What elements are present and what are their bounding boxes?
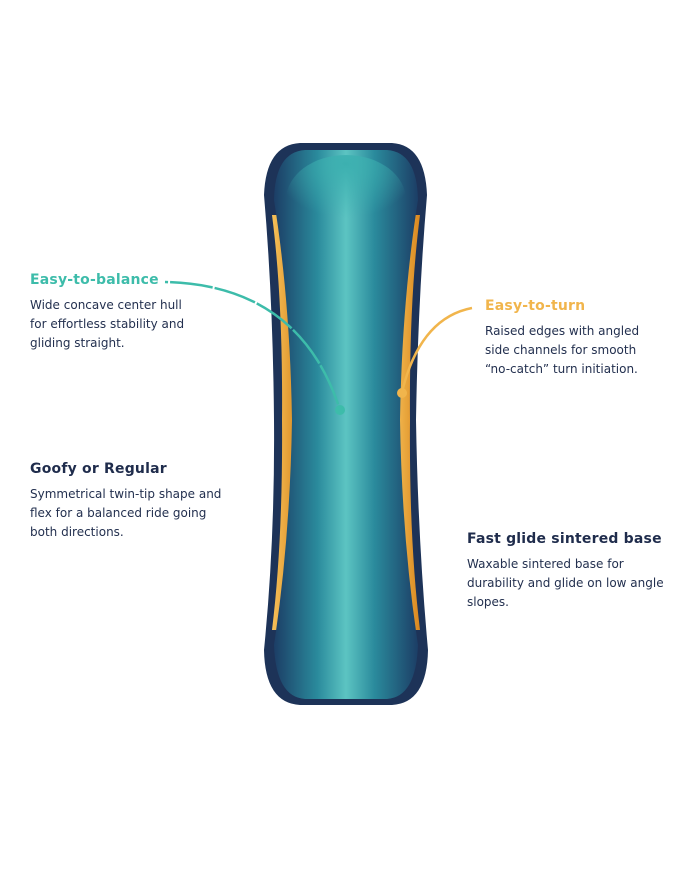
feature-description-line: Wide concave center hull	[30, 298, 182, 312]
easy-to-balance-leader	[164, 280, 342, 411]
feature-description-line: side channels for smooth	[485, 343, 637, 357]
feature-description-line: gliding straight.	[30, 336, 125, 350]
easy-to-turn-leader	[400, 306, 473, 393]
feature-fast-glide-base: Fast glide sintered base Waxable sintere…	[467, 531, 664, 612]
easy-to-balance-dot	[335, 405, 345, 415]
feature-description-line: “no-catch” turn initiation.	[485, 362, 638, 376]
feature-description-line: Waxable sintered base for	[467, 557, 624, 571]
feature-title: Fast glide sintered base	[467, 531, 662, 547]
feature-easy-to-turn: Easy-to-turn Raised edges with angled si…	[485, 298, 639, 379]
hull-surface	[274, 150, 418, 699]
feature-description-line: for effortless stability and	[30, 317, 185, 331]
feature-title: Easy-to-turn	[485, 298, 586, 314]
feature-goofy-or-regular: Goofy or Regular Symmetrical twin-tip sh…	[30, 461, 221, 542]
feature-description-line: Symmetrical twin-tip shape and	[30, 487, 222, 501]
feature-description-line: flex for a balanced ride going	[30, 506, 207, 520]
feature-title: Goofy or Regular	[30, 461, 167, 477]
feature-description-line: durability and glide on low angle	[467, 576, 664, 590]
feature-description-line: slopes.	[467, 595, 509, 609]
feature-description-line: both directions.	[30, 525, 124, 539]
easy-to-turn-dot	[397, 388, 407, 398]
feature-title: Easy-to-balance	[30, 272, 159, 288]
feature-easy-to-balance: Easy-to-balance Wide concave center hull…	[30, 272, 184, 353]
feature-description-line: Raised edges with angled	[485, 324, 640, 338]
